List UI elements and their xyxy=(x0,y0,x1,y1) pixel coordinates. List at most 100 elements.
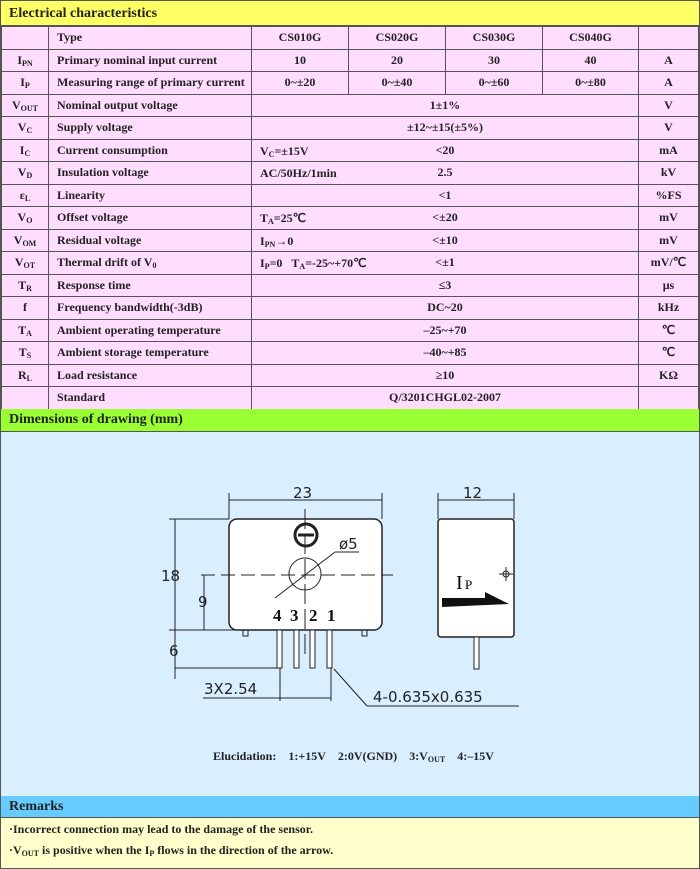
dimension-drawing: 23 12 18 9 6 ø5 3X2.54 4-0.635x0.635 4 3… xyxy=(1,432,699,797)
value-cell: 40 xyxy=(542,48,639,72)
value-cell: ≤3 xyxy=(251,273,639,297)
value-cell: Q/3201CHGL02-2007 xyxy=(251,386,639,410)
value-cell: –25~+70 xyxy=(251,318,639,342)
symbol-cell: RL xyxy=(1,363,49,387)
parameter-name: Linearity xyxy=(48,183,252,207)
remark-item: ·VOUT is positive when the IP flows in t… xyxy=(9,843,334,858)
dim-depth: 12 xyxy=(463,484,482,502)
pin-number: 1 xyxy=(327,606,336,625)
symbol-cell: TS xyxy=(1,341,49,365)
type-label: Type xyxy=(48,26,252,50)
unit-cell: ℃ xyxy=(638,341,699,365)
value-cell: <1 xyxy=(251,183,639,207)
unit-cell: V xyxy=(638,116,699,140)
parameter-name: Offset voltage xyxy=(48,206,252,230)
dim-pin-size: 4-0.635x0.635 xyxy=(373,688,483,706)
symbol-cell: VOT xyxy=(1,251,49,275)
pin-assignment: 1:+15V xyxy=(288,749,326,763)
symbol-cell: IPN xyxy=(1,48,49,72)
symbol-cell: f xyxy=(1,296,49,320)
unit-cell xyxy=(638,26,699,50)
unit-cell: μs xyxy=(638,273,699,297)
parameter-name: Measuring range of primary current xyxy=(48,71,252,95)
model-name: CS010G xyxy=(251,26,349,50)
value: –40~+85 xyxy=(423,345,467,360)
value-cell: 0~±20 xyxy=(251,71,349,95)
pin-number: 3 xyxy=(290,606,299,625)
model-name: CS020G xyxy=(348,26,446,50)
parameter-name: Supply voltage xyxy=(48,116,252,140)
unit-cell: kHz xyxy=(638,296,699,320)
dim-pitch: 3X2.54 xyxy=(204,680,257,698)
symbol-cell xyxy=(1,386,49,410)
remark-item: ·Incorrect connection may lead to the da… xyxy=(9,822,313,836)
symbol-cell: IC xyxy=(1,138,49,162)
unit-cell: mA xyxy=(638,138,699,162)
symbol-cell: VOM xyxy=(1,228,49,252)
value-cell: ±12~±15(±5%) xyxy=(251,116,639,140)
dim-height: 18 xyxy=(161,567,180,585)
value: <1 xyxy=(438,187,452,202)
symbol-cell: VO xyxy=(1,206,49,230)
symbol-cell: VC xyxy=(1,116,49,140)
value-cell: DC~20 xyxy=(251,296,639,320)
current-direction-arrow xyxy=(442,592,509,607)
dim-hole: ø5 xyxy=(339,535,358,553)
test-condition: VC=±15V xyxy=(260,143,309,159)
arrow-label-sub: P xyxy=(465,577,472,592)
value: 2.5 xyxy=(437,165,453,180)
parameter-name: Primary nominal input current xyxy=(48,48,252,72)
value-cell: –40~+85 xyxy=(251,341,639,365)
symbol-cell: IP xyxy=(1,71,49,95)
model-name: CS040G xyxy=(542,26,639,50)
unit-cell: mV xyxy=(638,228,699,252)
unit-cell: ℃ xyxy=(638,318,699,342)
test-condition: IP=0 TA=-25~+70℃ xyxy=(260,256,367,271)
dim-half-height: 9 xyxy=(198,593,208,611)
sensor-side-body xyxy=(437,518,515,638)
test-condition: IPN→0 xyxy=(260,233,294,249)
value: <±20 xyxy=(432,210,458,225)
parameter-name: Current consumption xyxy=(48,138,252,162)
value-cell: 30 xyxy=(445,48,543,72)
elucidation-label: Elucidation: xyxy=(213,749,277,763)
value: ±12~±15(±5%) xyxy=(407,120,483,135)
symbol-cell: VOUT xyxy=(1,93,49,117)
value-cell: 0~±80 xyxy=(542,71,639,95)
value-cell: TA=25℃<±20 xyxy=(251,206,639,230)
value-cell: 20 xyxy=(348,48,446,72)
value-cell: 1±1% xyxy=(251,93,639,117)
unit-cell: A xyxy=(638,48,699,72)
symbol-cell xyxy=(1,26,49,50)
model-name: CS030G xyxy=(445,26,543,50)
pin-number: 4 xyxy=(273,606,282,625)
parameter-name: Residual voltage xyxy=(48,228,252,252)
electrical-header: Electrical characteristics xyxy=(1,1,699,26)
dim-pin-length: 6 xyxy=(169,642,179,660)
value: ≤3 xyxy=(438,277,452,292)
value: 1±1% xyxy=(429,97,461,112)
pin-assignment: 2:0V(GND) xyxy=(337,749,398,763)
unit-cell: V xyxy=(638,93,699,117)
dim-width: 23 xyxy=(293,484,312,502)
symbol-cell: TA xyxy=(1,318,49,342)
parameter-name: Thermal drift of V0 xyxy=(48,251,252,275)
parameter-name: Response time xyxy=(48,273,252,297)
parameter-name: Ambient operating temperature xyxy=(48,318,252,342)
value: –25~+70 xyxy=(423,322,467,337)
parameter-name: Insulation voltage xyxy=(48,161,252,185)
value-cell: IP=0 TA=-25~+70℃<±1 xyxy=(251,251,639,275)
value-cell: ≥10 xyxy=(251,363,639,387)
parameter-name: Load resistance xyxy=(48,363,252,387)
parameter-name: Nominal output voltage xyxy=(48,93,252,117)
